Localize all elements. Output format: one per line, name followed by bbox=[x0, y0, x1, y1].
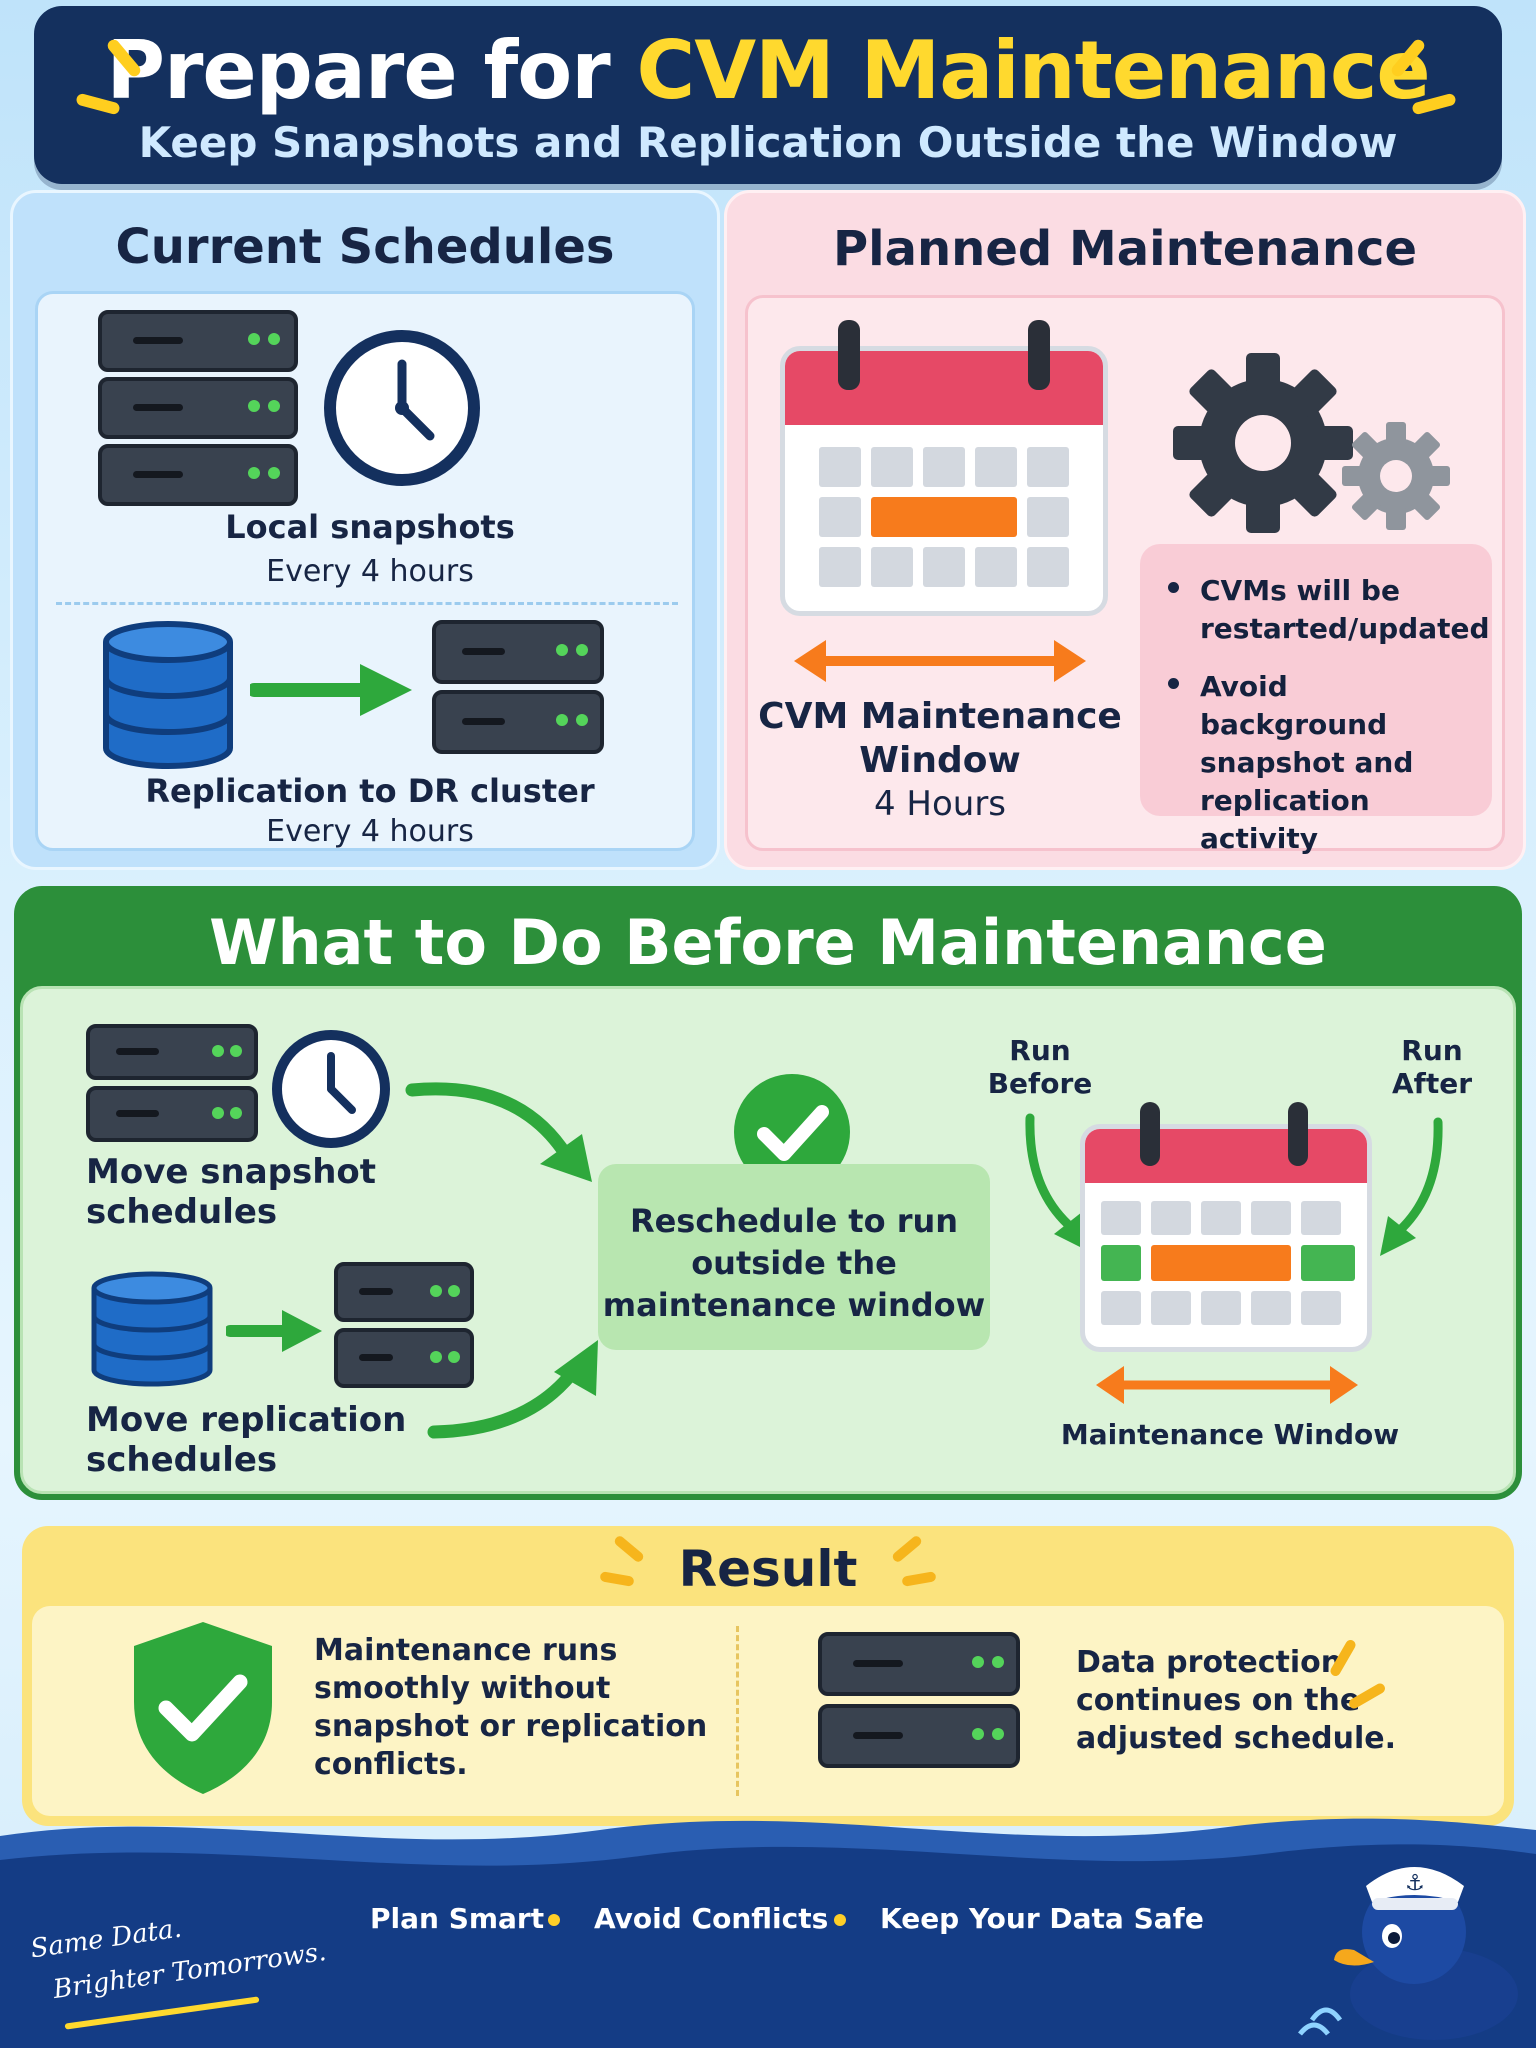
page-title: Prepare for CVM Maintenance bbox=[106, 24, 1430, 117]
result-title: Result bbox=[678, 1540, 858, 1598]
gear-icon bbox=[1173, 353, 1353, 533]
cvm-window-label-2: Window bbox=[859, 740, 1021, 781]
arrow-right-icon bbox=[250, 664, 412, 716]
planned-maintenance-title: Planned Maintenance bbox=[832, 221, 1417, 277]
curved-arrow-icon bbox=[405, 1082, 592, 1182]
result-left-text: Maintenance runs smoothly without snapsh… bbox=[314, 1633, 708, 1782]
shield-check-icon bbox=[134, 1622, 272, 1794]
maintenance-notes-box: CVMs will be restarted/updated Avoid bac… bbox=[1140, 544, 1492, 855]
bullet-item: Avoid background snapshot and replicatio… bbox=[1168, 668, 1478, 858]
footer-dot bbox=[834, 1914, 846, 1926]
replication-label: Replication to DR cluster bbox=[145, 772, 595, 810]
current-schedules-title: Current Schedules bbox=[115, 219, 615, 275]
calendar-ring bbox=[1028, 320, 1050, 390]
calendar-ring bbox=[1288, 1102, 1308, 1166]
result-body bbox=[32, 1606, 1504, 1816]
cvm-window-duration: 4 Hours bbox=[873, 784, 1007, 824]
window-span-arrow-icon bbox=[1096, 1366, 1358, 1404]
dr-server-icon bbox=[432, 620, 604, 754]
bullet-item: CVMs will be restarted/updated bbox=[1168, 572, 1490, 648]
local-snapshots-frequency: Every 4 hours bbox=[266, 554, 474, 589]
calendar-icon bbox=[1080, 1124, 1372, 1352]
duck-mascot-icon: ⚓ bbox=[1298, 1867, 1518, 2040]
curved-arrow-icon bbox=[1380, 1117, 1443, 1256]
page-subtitle: Keep Snapshots and Replication Outside t… bbox=[138, 118, 1398, 167]
footer-item: Plan Smart bbox=[370, 1902, 545, 1935]
calendar-icon bbox=[780, 346, 1108, 616]
checkmark-icon bbox=[734, 1074, 850, 1190]
calendar-ring bbox=[1140, 1102, 1160, 1166]
arrow-right-icon bbox=[226, 1310, 322, 1352]
clock-icon bbox=[324, 330, 480, 486]
calendar-ring bbox=[838, 320, 860, 390]
server-icon bbox=[334, 1262, 474, 1388]
footer-item: Keep Your Data Safe bbox=[880, 1902, 1204, 1935]
database-icon bbox=[91, 1271, 213, 1387]
divider bbox=[56, 602, 678, 605]
footer-dot bbox=[548, 1914, 560, 1926]
server-icon bbox=[86, 1024, 258, 1142]
svg-text:⚓: ⚓ bbox=[1405, 1871, 1425, 1896]
replication-frequency: Every 4 hours bbox=[266, 814, 474, 849]
divider bbox=[736, 1626, 739, 1796]
reschedule-box: Reschedule to run outside the maintenanc… bbox=[598, 1164, 990, 1350]
move-replication-label: Move replication bbox=[86, 1400, 407, 1440]
curved-arrow-icon bbox=[427, 1340, 598, 1439]
maintenance-window-label: Maintenance Window bbox=[1060, 1418, 1400, 1451]
local-snapshots-label: Local snapshots bbox=[225, 508, 515, 546]
move-replication-label-2: schedules bbox=[86, 1440, 278, 1480]
window-span-arrow-icon bbox=[794, 640, 1086, 682]
move-snapshot-label-2: schedules bbox=[86, 1192, 278, 1232]
server-rack-icon bbox=[98, 310, 298, 506]
result-right-text: Data protection continues on the adjuste… bbox=[1076, 1645, 1397, 1756]
header-banner: Prepare for CVM Maintenance Keep Snapsho… bbox=[34, 6, 1502, 184]
clock-icon bbox=[272, 1030, 390, 1148]
footer-wave bbox=[0, 1818, 1536, 2048]
small-gear-icon bbox=[1342, 422, 1450, 530]
cvm-window-label: CVM Maintenance bbox=[758, 696, 1122, 737]
database-icon bbox=[103, 621, 233, 769]
footer-item: Avoid Conflicts bbox=[594, 1902, 829, 1935]
move-snapshot-label: Move snapshot bbox=[86, 1152, 377, 1192]
server-icon bbox=[818, 1632, 1020, 1768]
what-to-do-title: What to Do Before Maintenance bbox=[209, 906, 1327, 979]
